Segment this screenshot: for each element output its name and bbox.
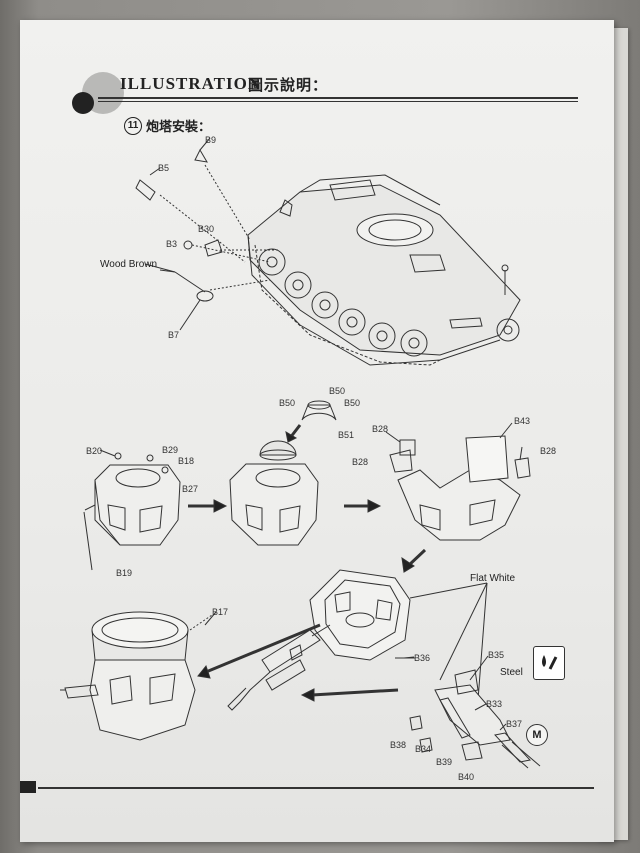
header-dot-decor <box>72 92 94 114</box>
small-parts-top-left <box>135 137 280 302</box>
metal-part-icon <box>533 646 565 680</box>
part-label-b18: B18 <box>178 456 195 466</box>
page-title: ILLUSTRATION <box>120 74 262 93</box>
turret-step-1 <box>84 452 181 546</box>
step-heading: 11 炮塔安裝： <box>124 116 211 135</box>
part-label-b39: B39 <box>436 757 453 767</box>
part-label-b50-top: B50 <box>329 386 346 396</box>
turret-step-2 <box>229 400 337 546</box>
part-label-b35: B35 <box>488 650 505 660</box>
footer-rule <box>38 787 594 789</box>
part-label-b9: B9 <box>205 135 217 145</box>
drop-icon <box>542 655 558 670</box>
callout-wood-brown: Wood Brown <box>100 259 158 270</box>
part-label-b28-right: B28 <box>540 446 557 456</box>
header-rule-thin <box>98 101 578 102</box>
part-label-b51: B51 <box>338 430 355 440</box>
part-label-b40: B40 <box>458 772 475 782</box>
part-label-b28-top: B28 <box>372 424 389 434</box>
part-label-b27: B27 <box>182 484 199 494</box>
part-label-b29: B29 <box>162 445 179 455</box>
road-wheels <box>258 248 520 357</box>
step-number-badge: 11 <box>124 116 142 135</box>
header-rule <box>98 97 578 99</box>
part-label-b3: B3 <box>166 239 178 249</box>
gun-mount-parts <box>409 669 541 769</box>
part-label-b38: B38 <box>390 740 407 750</box>
part-label-b43: B43 <box>514 416 531 426</box>
final-turret <box>60 611 213 741</box>
part-label-b30: B30 <box>198 224 215 234</box>
footer-tab <box>20 781 36 793</box>
callout-steel: Steel <box>500 667 523 678</box>
part-label-b20: B20 <box>86 446 103 456</box>
part-label-b5: B5 <box>158 163 170 173</box>
page-title-cn: 圖示說明： <box>248 77 329 94</box>
part-label-b36: B36 <box>414 653 431 663</box>
part-label-b37: B37 <box>506 719 523 729</box>
turret-step-3 <box>389 435 531 541</box>
part-label-b28-left: B28 <box>352 457 369 467</box>
gun-assembly <box>227 624 331 711</box>
part-label-b50-right: B50 <box>344 398 361 408</box>
part-label-b34: B34 <box>415 744 432 754</box>
part-label-b19: B19 <box>116 568 133 578</box>
part-label-b7: B7 <box>168 330 180 340</box>
marker-m-icon: M <box>526 724 548 746</box>
part-label-b17: B17 <box>212 607 229 617</box>
part-label-b50-left: B50 <box>279 398 296 408</box>
step-title: 炮塔安裝： <box>146 119 212 134</box>
turret-interior <box>309 569 415 661</box>
part-label-b33: B33 <box>486 699 503 709</box>
callout-flat-white: Flat White <box>470 573 516 584</box>
tank-hull-drawing <box>247 174 521 366</box>
